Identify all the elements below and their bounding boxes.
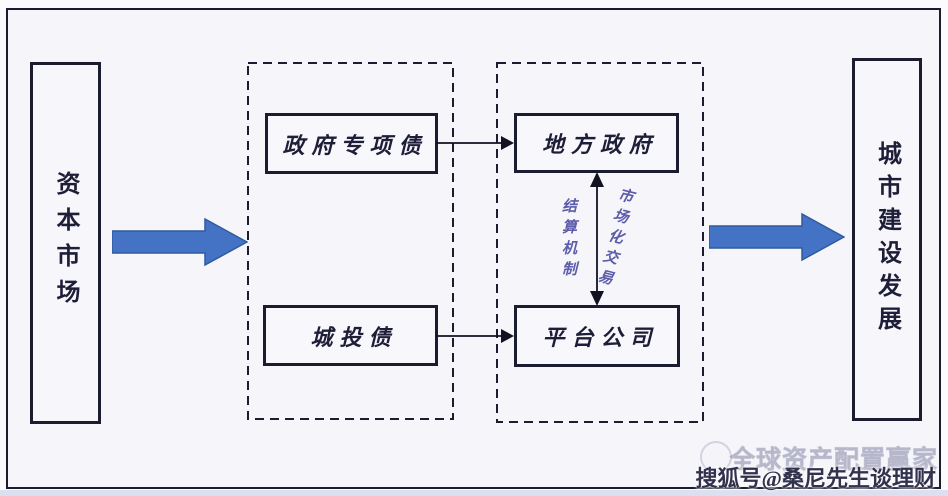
watermark-brand-text: 全球资产配置赢家 <box>729 447 938 475</box>
gov-special-bond-label: 政府专项债 <box>282 132 428 158</box>
platform-company-label: 平台公司 <box>542 325 659 350</box>
city-development-label: 城市建设发展 <box>873 140 900 339</box>
local-government-node: 地方政府 <box>514 113 679 173</box>
watermark-logo-icon <box>700 441 732 473</box>
connector-arrow-bottom-icon <box>436 329 514 343</box>
flow-arrow-right-icon <box>709 212 845 262</box>
watermark-sohu-account-text: 搜狐号@桑尼先生谈理财 <box>695 466 936 491</box>
flow-arrow-left-icon <box>112 217 248 267</box>
capital-market-label: 资本市场 <box>52 171 78 315</box>
entity-group-dashed-box <box>496 62 704 423</box>
gov-special-bond-node: 政府专项债 <box>265 113 438 174</box>
bond-group-dashed-box <box>247 62 454 420</box>
connector-arrow-top-icon <box>436 136 514 150</box>
city-investment-bond-label: 城投债 <box>310 324 398 350</box>
capital-market-node: 资本市场 <box>30 62 101 424</box>
city-development-node: 城市建设发展 <box>852 58 922 421</box>
double-arrow-vertical-icon <box>590 172 604 306</box>
city-investment-bond-node: 城投债 <box>263 305 438 366</box>
local-government-label: 地方政府 <box>541 132 658 157</box>
settlement-mechanism-label: 结算机制 <box>560 198 576 282</box>
bottom-edge-strip <box>0 490 948 496</box>
platform-company-node: 平台公司 <box>514 305 680 367</box>
